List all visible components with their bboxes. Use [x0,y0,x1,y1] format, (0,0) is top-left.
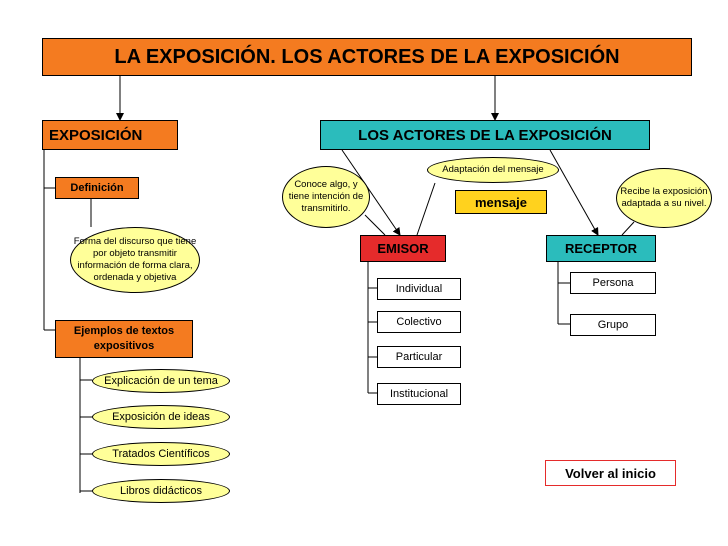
ejemplo-item: Explicación de un tema [92,369,230,393]
definicion-text: Forma del discurso que tiene por objeto … [70,227,200,293]
actores-header: LOS ACTORES DE LA EXPOSICIÓN [320,120,650,150]
exposicion-header: EXPOSICIÓN [42,120,178,150]
emisor-note: Conoce algo, y tiene intención de transm… [282,166,370,228]
main-title: LA EXPOSICIÓN. LOS ACTORES DE LA EXPOSIC… [42,38,692,76]
receptor-box: RECEPTOR [546,235,656,262]
definicion-label: Definición [55,177,139,199]
arrow-to-receptor [549,149,599,236]
arrow-to-emisor [341,149,401,236]
emisor-tipo: Colectivo [377,311,461,333]
volver-inicio-button[interactable]: Volver al inicio [545,460,676,486]
ejemplo-item: Tratados Científicos [92,442,230,466]
receptor-note: Recibe la exposición adaptada a su nivel… [616,168,712,228]
receptor-tipo: Grupo [570,314,656,336]
emisor-tipo: Particular [377,346,461,368]
mensaje-box: mensaje [455,190,547,214]
ejemplos-label: Ejemplos de textos expositivos [55,320,193,358]
emisor-box: EMISOR [360,235,446,262]
emisor-tipo: Individual [377,278,461,300]
adaptacion-note: Adaptación del mensaje [427,157,559,183]
ejemplo-item: Exposición de ideas [92,405,230,429]
ejemplo-item: Libros didácticos [92,479,230,503]
receptor-tipo: Persona [570,272,656,294]
emisor-tipo: Institucional [377,383,461,405]
